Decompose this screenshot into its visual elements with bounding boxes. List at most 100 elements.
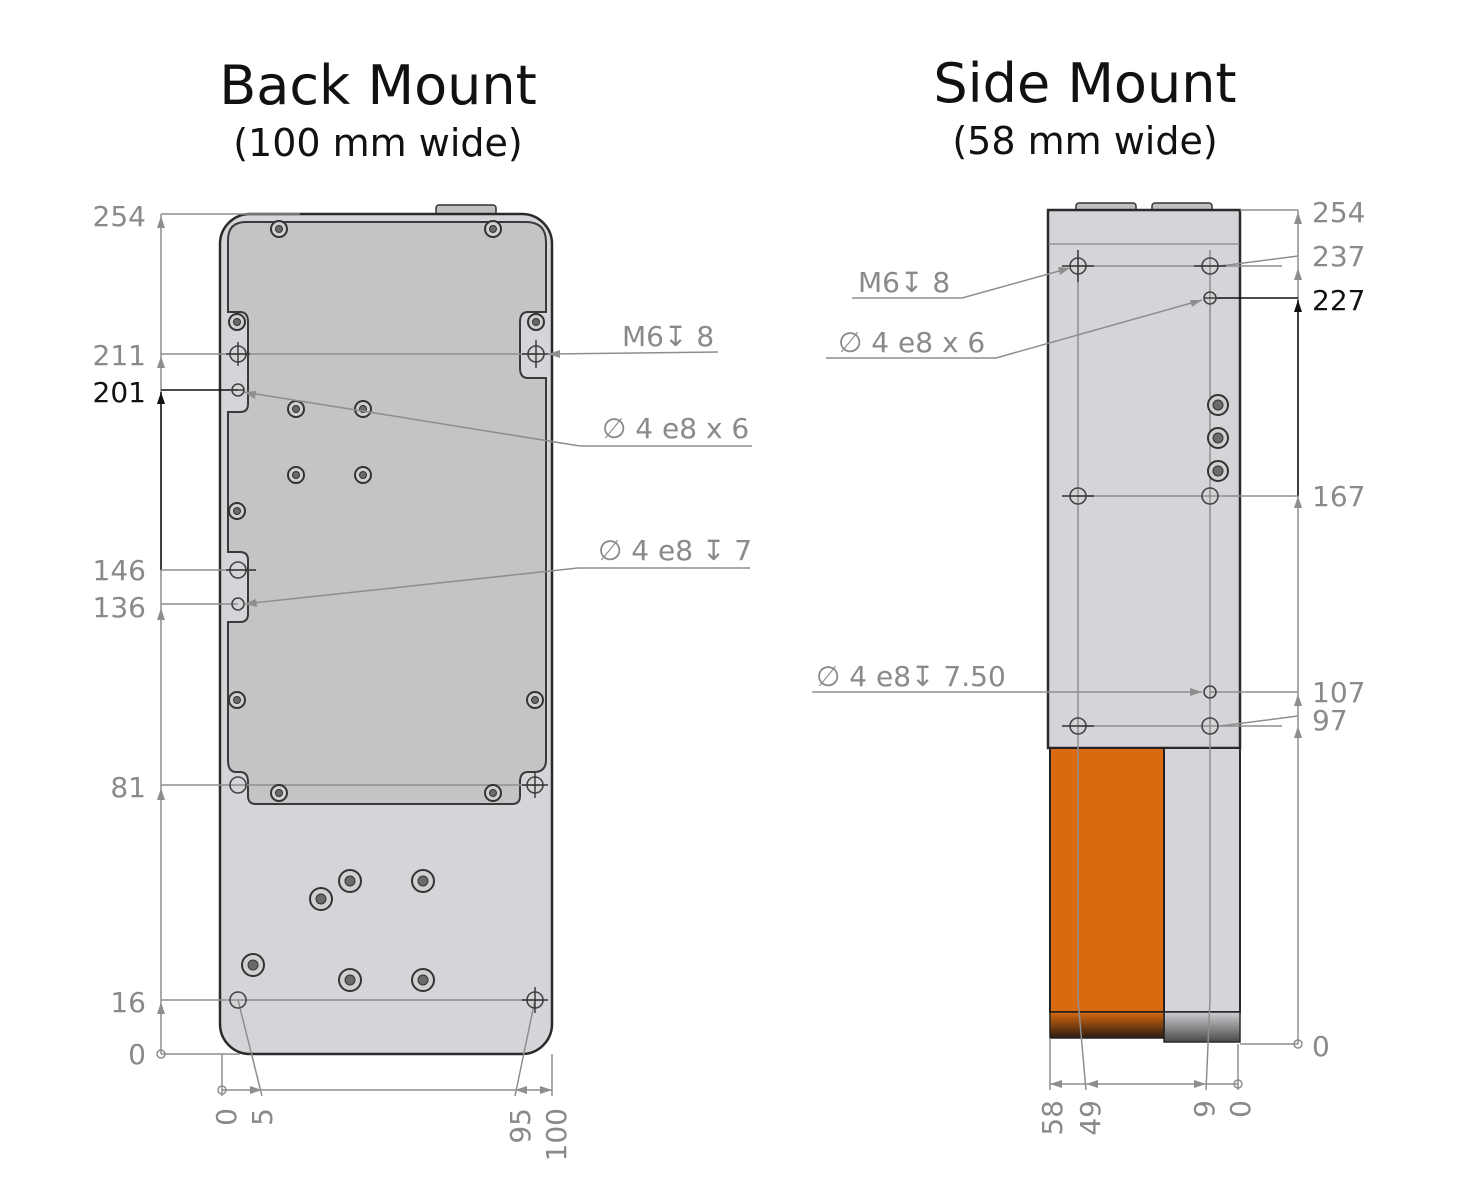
side-arrow-107 bbox=[1294, 694, 1302, 706]
back-dim-label-81: 81 bbox=[110, 771, 146, 804]
mount-hole-icon bbox=[229, 776, 247, 794]
side-hdim-label-58: 58 bbox=[1036, 1100, 1069, 1136]
back-harrow-100 bbox=[540, 1086, 552, 1094]
back-dim-label-146: 146 bbox=[93, 554, 146, 587]
back-hdim-label-5: 5 bbox=[246, 1108, 279, 1126]
side-callout-m6: M6↧ 8 bbox=[858, 266, 950, 299]
side-ext-97 bbox=[1219, 715, 1299, 727]
back-callout-leader-pin-x6 bbox=[243, 391, 581, 447]
side-callout-leader-m6 bbox=[961, 267, 1071, 299]
mount-hole-icon bbox=[1201, 717, 1219, 735]
back-harrow-95 bbox=[515, 1086, 527, 1094]
back-dim-label-136: 136 bbox=[93, 591, 146, 624]
back-callout-m6: M6↧ 8 bbox=[622, 320, 714, 353]
mount-hole-icon bbox=[1201, 487, 1219, 505]
back-callout-arrow-pin-x6 bbox=[244, 391, 256, 399]
side-arrow-237 bbox=[1294, 268, 1302, 280]
screw-icon bbox=[1212, 465, 1224, 477]
screw-icon bbox=[292, 405, 300, 413]
side-h-origin-marker bbox=[1233, 1079, 1243, 1089]
side-dim-label-254: 254 bbox=[1312, 196, 1365, 229]
back-callout-pin-depth7: ∅ 4 e8 ↧ 7 bbox=[598, 534, 752, 567]
back-dim-label-16: 16 bbox=[110, 986, 146, 1019]
side-dim-label-167: 167 bbox=[1312, 480, 1365, 513]
back-hdim-label-95: 95 bbox=[504, 1108, 537, 1144]
side-mount-holes bbox=[1062, 250, 1226, 735]
side-lower-body bbox=[1163, 747, 1241, 1013]
side-hext-9 bbox=[1205, 999, 1211, 1091]
back-callout-arrow-m6 bbox=[548, 350, 560, 358]
screw-icon bbox=[489, 225, 497, 233]
screw-icon bbox=[275, 789, 283, 797]
back-hext-5 bbox=[237, 999, 263, 1097]
side-dim-label-107: 107 bbox=[1312, 676, 1365, 709]
side-screws bbox=[1207, 394, 1229, 482]
side-mount-body bbox=[1046, 208, 1242, 750]
screw-icon bbox=[292, 471, 300, 479]
side-callout-arrow-m6 bbox=[1058, 267, 1070, 275]
side-orange-base bbox=[1049, 1011, 1165, 1039]
side-mount-subtitle: (58 mm wide) bbox=[952, 119, 1217, 163]
back-dim-label-211: 211 bbox=[93, 339, 146, 372]
side-arrow-227 bbox=[1294, 300, 1302, 312]
side-callout-arrow-pin-x6 bbox=[1190, 300, 1202, 307]
side-dim-label-227: 227 bbox=[1312, 284, 1365, 317]
side-harrow-58 bbox=[1050, 1080, 1062, 1088]
side-hdim-label-0: 0 bbox=[1224, 1100, 1257, 1118]
mount-hole-icon bbox=[229, 991, 247, 1009]
back-harrow-5 bbox=[250, 1086, 262, 1094]
side-dim-label-0: 0 bbox=[1312, 1030, 1330, 1063]
screw-icon bbox=[1212, 432, 1224, 444]
back-mount-subtitle: (100 mm wide) bbox=[233, 121, 523, 165]
back-arrow-81 bbox=[157, 788, 165, 800]
side-dim-label-97: 97 bbox=[1312, 704, 1348, 737]
screw-icon bbox=[531, 696, 539, 704]
back-hdim-label-0: 0 bbox=[210, 1108, 243, 1126]
back-mount-view: Back Mount (100 mm wide) 254 211 201 146 bbox=[93, 54, 753, 1161]
side-hdim-label-49: 49 bbox=[1074, 1100, 1107, 1136]
side-orange-module bbox=[1049, 747, 1165, 1013]
back-mount-title: Back Mount bbox=[219, 54, 537, 117]
screw-icon bbox=[233, 318, 241, 326]
back-dim-label-254: 254 bbox=[93, 200, 146, 233]
back-callout-pin-x6: ∅ 4 e8 x 6 bbox=[602, 412, 749, 445]
back-arrow-136 bbox=[157, 608, 165, 620]
back-callout-leader-pin-depth7 bbox=[243, 567, 579, 605]
screw-icon bbox=[344, 974, 356, 986]
back-mount-pocket bbox=[227, 221, 547, 805]
back-arrow-16 bbox=[157, 1002, 165, 1014]
screw-icon bbox=[489, 789, 497, 797]
back-h-origin-marker bbox=[217, 1085, 227, 1095]
side-callout-pin-x6: ∅ 4 e8 x 6 bbox=[838, 326, 985, 359]
screw-icon bbox=[315, 893, 327, 905]
screw-icon bbox=[417, 875, 429, 887]
screw-icon bbox=[417, 974, 429, 986]
side-arrow-97 bbox=[1294, 726, 1302, 738]
side-mount-view: Side Mount (58 mm wide) bbox=[812, 52, 1365, 1136]
back-hdim-label-100: 100 bbox=[540, 1108, 573, 1161]
pin-hole-icon bbox=[1203, 685, 1217, 699]
screw-icon bbox=[359, 471, 367, 479]
screw-icon bbox=[532, 318, 540, 326]
back-arrow-211 bbox=[157, 356, 165, 368]
back-bottom-screws bbox=[241, 869, 435, 992]
back-mount-holes bbox=[226, 340, 550, 1013]
back-callout-arrow-pin-depth7 bbox=[244, 599, 257, 607]
screw-icon bbox=[275, 225, 283, 233]
screw-icon bbox=[247, 959, 259, 971]
side-arrow-167 bbox=[1294, 496, 1302, 508]
back-dim-label-0: 0 bbox=[128, 1038, 146, 1071]
back-hext-95 bbox=[514, 999, 536, 1097]
screw-icon bbox=[1212, 399, 1224, 411]
side-hext-49 bbox=[1077, 999, 1087, 1091]
side-base-plate bbox=[1163, 1011, 1241, 1043]
side-callout-pin-depth750: ∅ 4 e8↧ 7.50 bbox=[816, 660, 1006, 693]
side-harrow-49 bbox=[1086, 1080, 1098, 1088]
side-mount-title: Side Mount bbox=[933, 52, 1236, 115]
side-callout-arrow-pin-depth750 bbox=[1190, 688, 1202, 696]
side-callout-leader-pin-x6 bbox=[995, 299, 1203, 359]
side-dim-label-237: 237 bbox=[1312, 240, 1365, 273]
back-callout-leader-m6 bbox=[547, 351, 719, 355]
side-ext-237 bbox=[1219, 255, 1299, 267]
